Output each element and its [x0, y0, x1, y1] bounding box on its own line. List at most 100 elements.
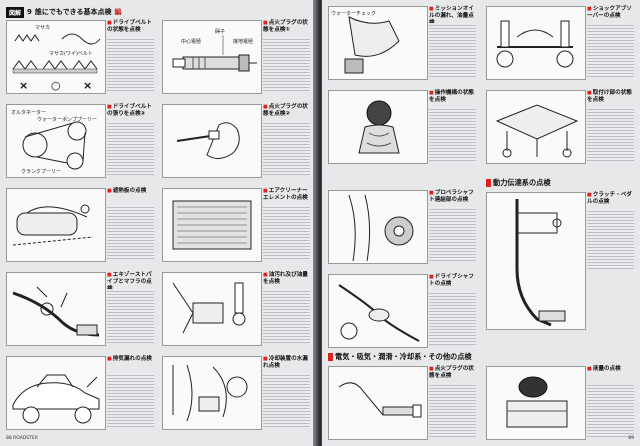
- card-body-text: [107, 121, 154, 175]
- heat-shield-figure: [6, 188, 106, 262]
- mark-ng-1: ×: [19, 79, 28, 92]
- card-body-text: [429, 291, 476, 345]
- card-oil-check: 油汚れ及び油量を点検: [162, 272, 310, 346]
- card-body-text: [429, 383, 476, 437]
- card-body-text: [263, 121, 310, 175]
- footer-magazine: ROADSTER: [13, 436, 38, 441]
- card-drive-belt-state: マサカ マサカ(ワイ)ベルト × ○ × ドライブベルトの状態を点検: [6, 20, 154, 94]
- card-body-text: [263, 37, 310, 91]
- card-clutch-pedal: クラッチ・ペダルの点検: [486, 192, 634, 332]
- card-drive-belt-tension: オルタネーター ウォーターポンププーリー クランクプーリー ドライブベルトの張り…: [6, 104, 154, 178]
- card-title: ミッションオイルの漏れ、油量点検: [429, 6, 476, 27]
- card-body-text: [587, 107, 634, 161]
- card-body-text: [429, 107, 476, 161]
- card-coolant-leak: 冷却装置の水漏れ点検: [162, 356, 310, 430]
- card-drive-shaft: ドライブシャフトの点検: [328, 274, 476, 348]
- card-title: エキゾーストパイプとマフラの点検: [107, 272, 154, 293]
- right-page: ウォーターチェック ミッションオイルの漏れ、油量点検 ショックアブソーバーの点検: [322, 0, 640, 446]
- card-shift-mechanism: 操作機構の状態を点検: [328, 90, 476, 164]
- footer-page-left: 88: [6, 436, 12, 441]
- suspension-figure: [486, 6, 586, 80]
- belt-tension-label-2: ウォーターポンププーリー: [37, 116, 97, 123]
- card-body-text: [263, 373, 310, 427]
- card-body-text: [107, 373, 154, 427]
- card-shock-absorber: ショックアブソーバーの点検: [486, 6, 634, 80]
- belt-tension-label-3: クランクプーリー: [21, 169, 61, 175]
- card-body-text: [263, 289, 310, 343]
- header-number: 9: [27, 8, 32, 16]
- section-marker-icon: [328, 353, 333, 361]
- card-title: 排気漏れの点検: [107, 356, 154, 363]
- belt-tension-figure: オルタネーター ウォーターポンププーリー クランクプーリー: [6, 104, 106, 178]
- car-figure: [6, 356, 106, 430]
- footer-left: 88 ROADSTER: [6, 436, 38, 441]
- card-body-text: [107, 289, 154, 343]
- section-drivetrain-text: 動力伝達系の点検: [493, 178, 551, 187]
- card-air-filter: エアクリーナーエレメントの点検: [162, 188, 310, 262]
- card-title: ドライブベルトの張りを点検②: [107, 104, 154, 118]
- card-exhaust-leak: 排気漏れの点検: [6, 356, 154, 430]
- card-title: 冷却装置の水漏れ点検: [263, 356, 310, 370]
- card-body-text: [107, 205, 154, 259]
- spark-plug-figure: 碍子 中心電極 接地電極: [162, 20, 262, 94]
- belt-diagram-figure: マサカ マサカ(ワイ)ベルト × ○ ×: [6, 20, 106, 94]
- coolant-figure: [162, 356, 262, 430]
- card-title: 遮熱板の点検: [107, 188, 154, 195]
- clutch-pedal-figure: [486, 192, 586, 330]
- belt-label-2: マサカ(ワイ)ベルト: [49, 51, 93, 57]
- header-title-red: 編: [114, 8, 122, 16]
- reservoir-figure: [486, 366, 586, 440]
- card-title: 取付け部の状態を点検: [587, 90, 634, 104]
- card-title: ドライブベルトの状態を点検: [107, 20, 154, 34]
- plug-label-1: 碍子: [215, 28, 225, 35]
- propshaft-figure: [328, 190, 428, 264]
- plug-hand-figure: [328, 366, 428, 440]
- card-spark-plug-2: 点火プラグの状態を点検②: [162, 104, 310, 178]
- transmission-figure: ウォーターチェック: [328, 6, 428, 80]
- card-title: 点火プラグの状態を点検: [429, 366, 476, 380]
- section-drivetrain-heading: 動力伝達系の点検: [486, 178, 551, 188]
- plug-label-3: 接地電極: [233, 38, 253, 45]
- belt-label-1: マサカ: [35, 25, 50, 31]
- page-header: 図解 9 誰にでもできる基本点検 編: [6, 6, 121, 18]
- card-body-text: [429, 207, 476, 261]
- footer-right: 89: [628, 436, 634, 441]
- card-propeller-shaft: プロペラシャフト連結部の点検: [328, 190, 476, 264]
- card-title: ショックアブソーバーの点検: [587, 6, 634, 20]
- card-body-text: [429, 23, 476, 77]
- card-title: エアクリーナーエレメントの点検: [263, 188, 310, 202]
- exhaust-figure: [6, 272, 106, 346]
- transmission-label: ウォーターチェック: [331, 10, 376, 17]
- oil-check-figure: [162, 272, 262, 346]
- card-title: 点火プラグの状態を点検②: [263, 104, 310, 118]
- header-title: 誰にでもできる基本点検: [34, 8, 112, 16]
- card-mounting: 取付け部の状態を点検: [486, 90, 634, 164]
- card-title: ドライブシャフトの点検: [429, 274, 476, 288]
- plug-label-2: 中心電極: [181, 38, 201, 45]
- card-body-text: [587, 383, 634, 437]
- card-body-text: [107, 37, 154, 91]
- card-title: 油汚れ及び油量を点検: [263, 272, 310, 286]
- card-title: プロペラシャフト連結部の点検: [429, 190, 476, 204]
- section-electrical-heading: 電気・吸気・潤滑・冷却系・その他の点検: [328, 352, 472, 362]
- section-electrical-text: 電気・吸気・潤滑・冷却系・その他の点検: [335, 352, 472, 361]
- card-title: 液量の点検: [587, 366, 634, 373]
- card-spark-plug-1: 碍子 中心電極 接地電極 点火プラグの状態を点検①: [162, 20, 310, 94]
- header-tag: 図解: [6, 6, 25, 18]
- card-spark-plug-3: 点火プラグの状態を点検: [328, 366, 476, 440]
- plug-removal-figure: [162, 104, 262, 178]
- card-body-text: [587, 23, 634, 77]
- card-title: 点火プラグの状態を点検①: [263, 20, 310, 34]
- subframe-figure: [486, 90, 586, 164]
- left-page: 図解 9 誰にでもできる基本点検 編 マサカ マサカ(ワイ)ベルト × ○ × …: [0, 0, 318, 446]
- card-heat-shield: 遮熱板の点検: [6, 188, 154, 262]
- card-title: 操作機構の状態を点検: [429, 90, 476, 104]
- card-transmission-oil: ウォーターチェック ミッションオイルの漏れ、油量点検: [328, 6, 476, 80]
- card-body-text: [263, 205, 310, 259]
- card-body-text: [587, 209, 634, 269]
- air-filter-figure: [162, 188, 262, 262]
- shift-knob-figure: [328, 90, 428, 164]
- belt-tension-label-1: オルタネーター: [11, 109, 46, 116]
- driveshaft-figure: [328, 274, 428, 348]
- card-fluid-level: 液量の点検: [486, 366, 634, 440]
